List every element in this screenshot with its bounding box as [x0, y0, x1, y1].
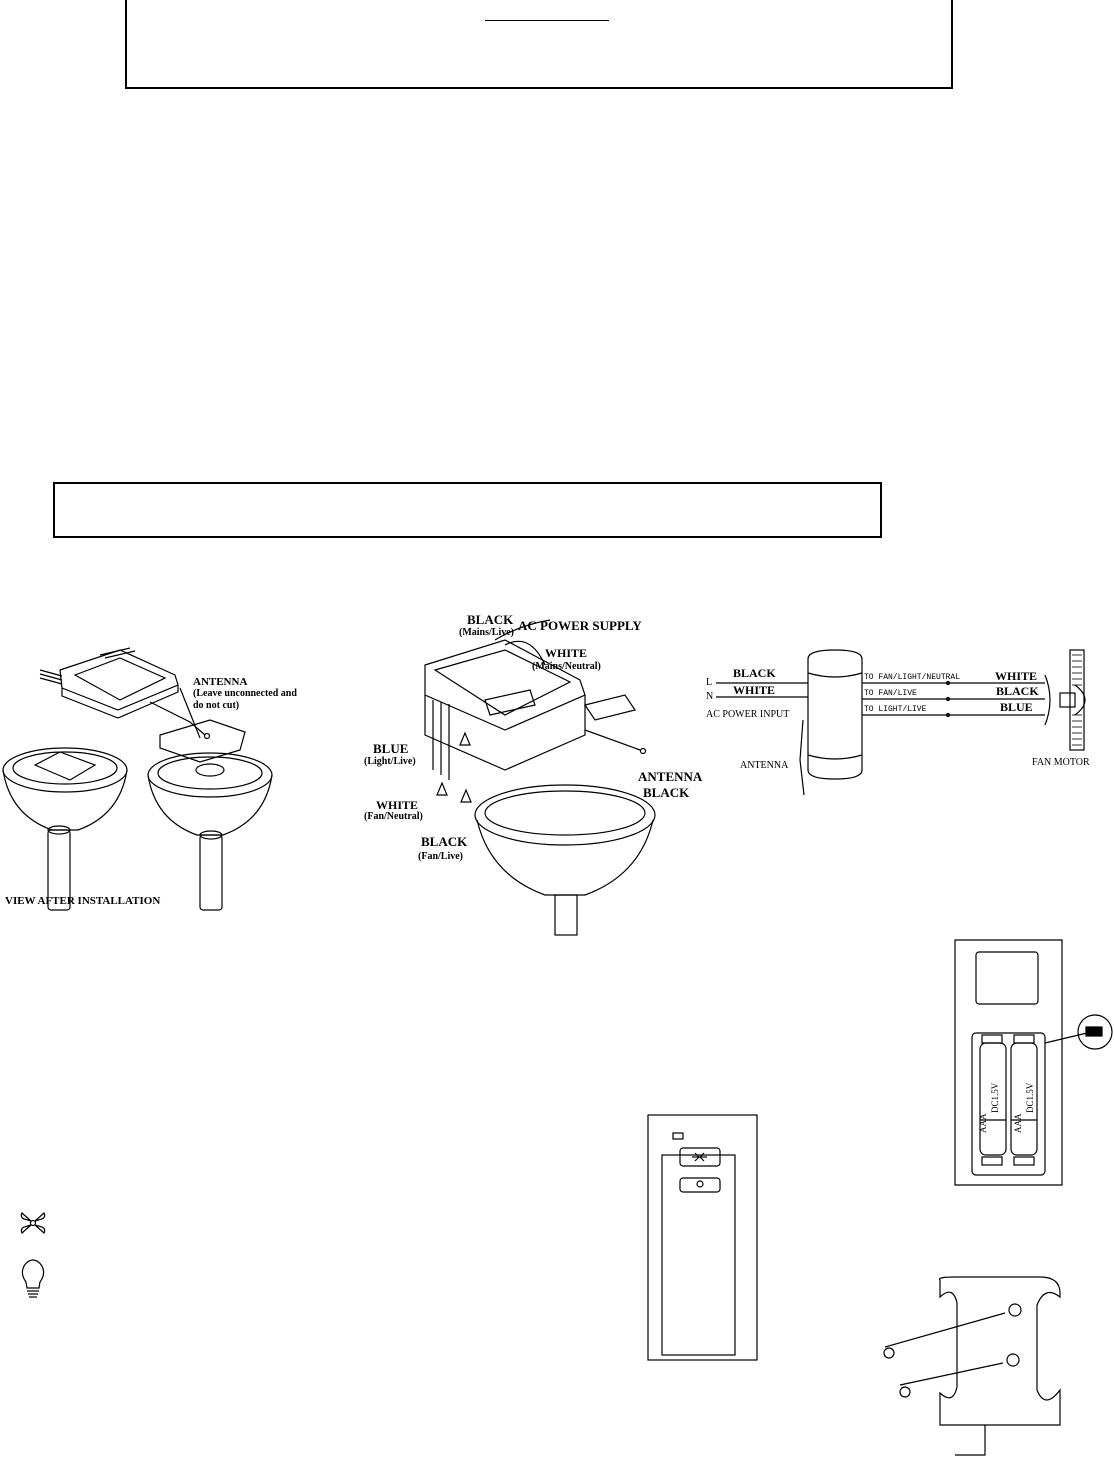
fan-icon [18, 1208, 48, 1238]
white-mains-label: WHITE [545, 646, 588, 660]
input-black-label: BLACK [733, 666, 776, 680]
L-label: L [706, 677, 713, 688]
antenna-label-fig2: ANTENNA [638, 769, 703, 784]
wiring-illustration [424, 619, 656, 936]
output-black-label: BLACK [996, 684, 1039, 698]
ac-power-supply-label: AC POWER SUPPLY [518, 618, 642, 633]
light-bulb-icon [20, 1258, 46, 1302]
black-mains-label: BLACK [467, 612, 514, 627]
antenna-label-fig3: ANTENNA [740, 760, 789, 771]
heading-underline [485, 20, 609, 21]
black-fan-label: BLACK [421, 834, 468, 849]
antenna-note-line1: (Leave unconnected and [193, 688, 297, 699]
antenna-black-label: BLACK [643, 785, 690, 800]
wall-bracket-illustration [883, 1276, 1061, 1456]
wall-bracket-figure [875, 1275, 1075, 1463]
white-mains-sub: (Mains/Neutral) [532, 661, 601, 672]
figure-receiver-installation: ANTENNA (Leave unconnected and do not cu… [0, 630, 320, 920]
fan-motor-label: FAN MOTOR [1032, 757, 1090, 768]
battery1-voltage: DC1.5V [990, 1082, 1000, 1113]
antenna-note-line2: do not cut) [193, 700, 240, 711]
battery2-aaa: AAA [1013, 1113, 1023, 1134]
figure-wiring-schematic: L N BLACK WHITE AC POWER INPUT ANTENNA T… [700, 645, 1114, 796]
output-light-live: TO LIGHT/LIVE [864, 705, 927, 714]
output-fan-light-neutral: TO FAN/LIGHT/NEUTRAL [864, 673, 961, 682]
ac-power-input-label: AC POWER INPUT [706, 709, 790, 720]
top-heading-box [125, 0, 953, 89]
black-fan-sub: (Fan/Live) [418, 851, 463, 862]
receiver-illustration [2, 647, 273, 911]
antenna-label: ANTENNA [193, 676, 248, 688]
black-mains-sub: (Mains/Live) [459, 627, 514, 638]
schematic-illustration [716, 649, 1086, 796]
battery1-aaa: AAA [978, 1113, 988, 1134]
N-label: N [706, 691, 714, 702]
figure-wiring-perspective: BLACK (Mains/Live) AC POWER SUPPLY WHITE… [355, 610, 705, 936]
output-fan-live: TO FAN/LIVE [864, 689, 917, 698]
battery2-voltage: DC1.5V [1025, 1082, 1035, 1113]
remote-front-figure [645, 1113, 765, 1363]
blue-light-sub: (Light/Live) [364, 756, 416, 767]
output-white-label: WHITE [995, 669, 1038, 683]
battery-compartment-illustration [954, 939, 1113, 1186]
white-fan-label: WHITE [376, 798, 419, 812]
remote-front-illustration [647, 1114, 758, 1361]
section-box [53, 482, 882, 538]
view-after-installation-label: VIEW AFTER INSTALLATION [5, 895, 161, 907]
remote-battery-figure: AAA DC1.5V AAA DC1.5V [950, 935, 1114, 1190]
blue-light-label: BLUE [373, 741, 409, 756]
input-white-label: WHITE [733, 683, 776, 697]
white-fan-sub: (Fan/Neutral) [364, 811, 423, 822]
output-blue-label: BLUE [1000, 700, 1033, 714]
